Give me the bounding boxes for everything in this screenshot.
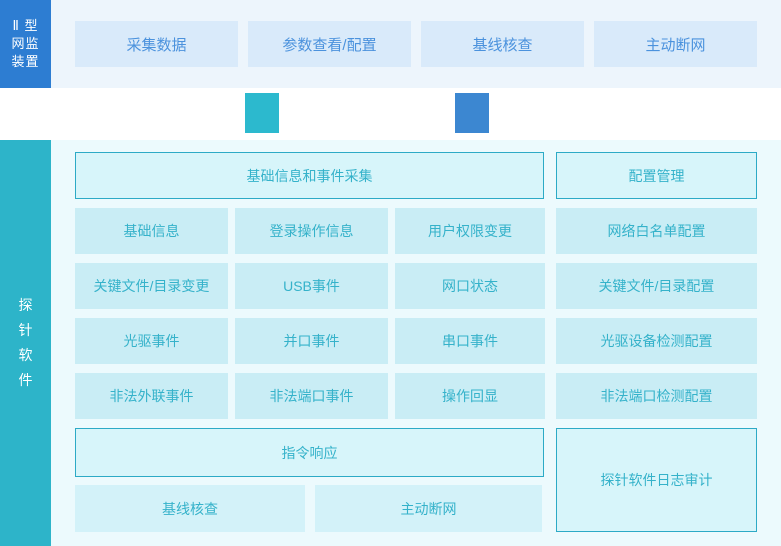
block-baseline-check-top: 基线核查 (421, 21, 584, 67)
probe-software-panel: 探 针 软 件 (0, 140, 51, 546)
block-optical-drive-detect-config: 光驱设备检测配置 (556, 318, 757, 364)
block-active-disconnect-bottom: 主动断网 (315, 485, 542, 532)
block-basic-info: 基础信息 (75, 208, 228, 254)
probe-label-char: 软 (18, 347, 33, 363)
block-network-whitelist-config: 网络白名单配置 (556, 208, 757, 254)
probe-label-char: 探 (18, 297, 33, 313)
block-network-port-status: 网口状态 (395, 263, 545, 309)
block-baseline-check-bottom: 基线核查 (75, 485, 305, 532)
device-label-line: 网监 (11, 36, 40, 51)
block-param-view-config: 参数查看/配置 (248, 21, 411, 67)
block-active-disconnect-top: 主动断网 (594, 21, 757, 67)
block-config-management: 配置管理 (556, 152, 757, 199)
block-serial-port-event: 串口事件 (395, 318, 545, 364)
probe-label-char: 针 (18, 322, 33, 338)
block-login-operation-info: 登录操作信息 (235, 208, 388, 254)
block-operation-echo: 操作回显 (395, 373, 545, 419)
block-illegal-port-event: 非法端口事件 (235, 373, 388, 419)
block-parallel-port-event: 并口事件 (235, 318, 388, 364)
block-user-permission-change: 用户权限变更 (395, 208, 545, 254)
block-key-file-dir-change: 关键文件/目录变更 (75, 263, 228, 309)
connector-teal (245, 93, 279, 133)
device-label-line: Ⅱ 型 (12, 18, 39, 33)
block-command-response: 指令响应 (75, 428, 544, 477)
device-label-line: 装置 (11, 54, 40, 69)
block-basic-info-event-collection: 基础信息和事件采集 (75, 152, 544, 199)
connector-blue (455, 93, 489, 133)
block-illegal-port-detect-config: 非法端口检测配置 (556, 373, 757, 419)
block-probe-software-log-audit: 探针软件日志审计 (556, 428, 757, 532)
block-illegal-external-connection-event: 非法外联事件 (75, 373, 228, 419)
probe-label-char: 件 (18, 372, 33, 388)
device-function-bar: 采集数据 参数查看/配置 基线核查 主动断网 (51, 0, 781, 88)
block-key-file-dir-config: 关键文件/目录配置 (556, 263, 757, 309)
probe-software-area: 基础信息和事件采集 配置管理 基础信息 登录操作信息 用户权限变更 网络白名单配… (51, 140, 781, 546)
block-usb-event: USB事件 (235, 263, 388, 309)
block-optical-drive-event: 光驱事件 (75, 318, 228, 364)
block-collect-data: 采集数据 (75, 21, 238, 67)
device-type-panel: Ⅱ 型 网监 装置 (0, 0, 51, 88)
